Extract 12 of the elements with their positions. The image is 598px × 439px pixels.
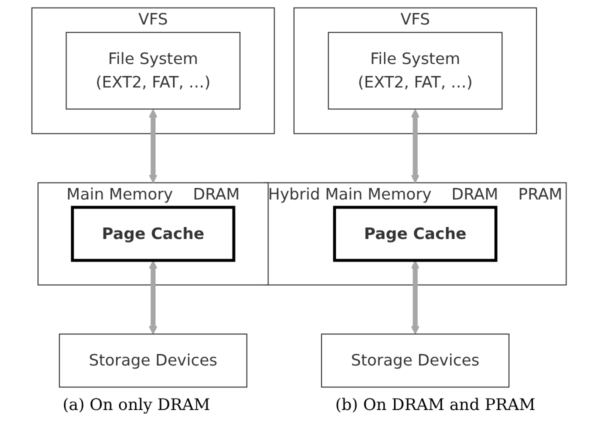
arrow (148, 260, 158, 334)
arrow (410, 260, 420, 334)
node-box: File System (EXT2, FAT, …) (328, 32, 503, 110)
node-box: Storage Devices (320, 334, 510, 388)
node-box: Page Cache (333, 206, 498, 262)
figure-caption: (a) On only DRAM (62, 395, 210, 414)
arrow (148, 109, 158, 184)
node-box: Page Cache (70, 206, 236, 262)
figure-caption: (b) On DRAM and PRAM (335, 395, 536, 414)
arrow (410, 109, 420, 184)
node-box: File System (EXT2, FAT, …) (66, 32, 240, 110)
node-box: Storage Devices (58, 334, 248, 388)
